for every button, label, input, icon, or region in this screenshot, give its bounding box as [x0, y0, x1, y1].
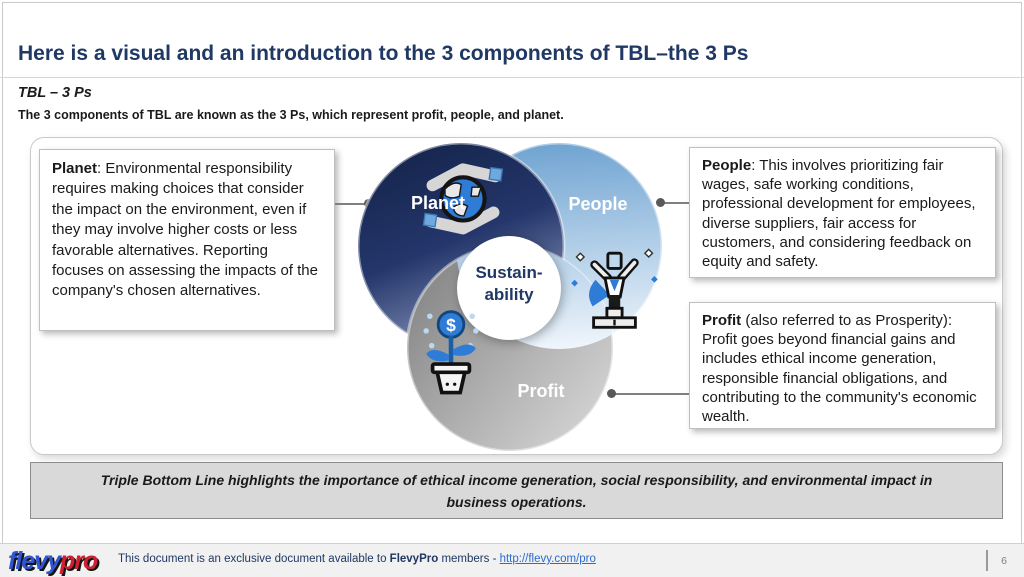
planet-circle-label: Planet — [410, 193, 466, 213]
page-number: 6 — [1001, 555, 1007, 567]
profit-connector-dot — [607, 389, 616, 398]
sustainability-center-circle — [457, 236, 561, 340]
planet-callout-body: : Environmental responsibility requires … — [52, 160, 318, 300]
profit-callout-body: (also referred to as Prosperity): Profit… — [702, 312, 977, 426]
people-circle-label: People — [568, 194, 628, 214]
intro-text: The 3 components of TBL are known as the… — [18, 108, 564, 122]
planet-callout-lead: Planet — [52, 160, 98, 177]
slide-title: Here is a visual and an introduction to … — [18, 42, 749, 65]
svg-text:$: $ — [446, 315, 456, 335]
people-callout-body: : This involves prioritizing fair wages,… — [702, 157, 976, 271]
logo-flevy-part: flevy — [8, 547, 61, 575]
footer-text-after: members - — [438, 553, 500, 565]
people-callout-lead: People — [702, 157, 752, 174]
planet-callout: Planet: Environmental responsibility req… — [39, 149, 335, 331]
sustainability-label: Sustain- ability — [475, 263, 543, 304]
section-heading: TBL – 3 Ps — [18, 85, 92, 101]
footer-disclaimer: This document is an exclusive document a… — [118, 553, 596, 565]
footer-bar: flevypro This document is an exclusive d… — [0, 543, 1024, 577]
flevy-pro-link[interactable]: http://flevy.com/pro — [499, 553, 596, 565]
title-divider — [0, 77, 1024, 78]
victory-person-icon — [571, 248, 658, 329]
money-plant-icon: $ — [423, 310, 479, 395]
key-message-banner: Triple Bottom Line highlights the import… — [30, 462, 1003, 519]
footer-text-before: This document is an exclusive document a… — [118, 553, 390, 565]
planet-connector-line — [335, 203, 369, 205]
diagram-panel: Planet: Environmental responsibility req… — [30, 137, 1003, 455]
profit-circle-label: Profit — [517, 381, 565, 401]
profit-callout: Profit (also referred to as Prosperity):… — [689, 302, 996, 429]
people-callout: People: This involves prioritizing fair … — [689, 147, 996, 278]
hands-holding-globe-icon — [422, 163, 504, 235]
people-connector-dot — [656, 198, 665, 207]
tbl-venn-diagram: $ — [356, 141, 664, 453]
profit-callout-lead: Profit — [702, 312, 742, 329]
footer-brand-name: FlevyPro — [389, 553, 439, 565]
key-message-text: Triple Bottom Line highlights the import… — [100, 471, 933, 510]
profit-connector-line — [613, 393, 689, 395]
page-number-divider — [986, 550, 988, 571]
logo-pro-part: pro — [59, 547, 98, 575]
flevypro-logo: flevypro — [8, 547, 98, 576]
people-connector-line — [662, 202, 689, 204]
